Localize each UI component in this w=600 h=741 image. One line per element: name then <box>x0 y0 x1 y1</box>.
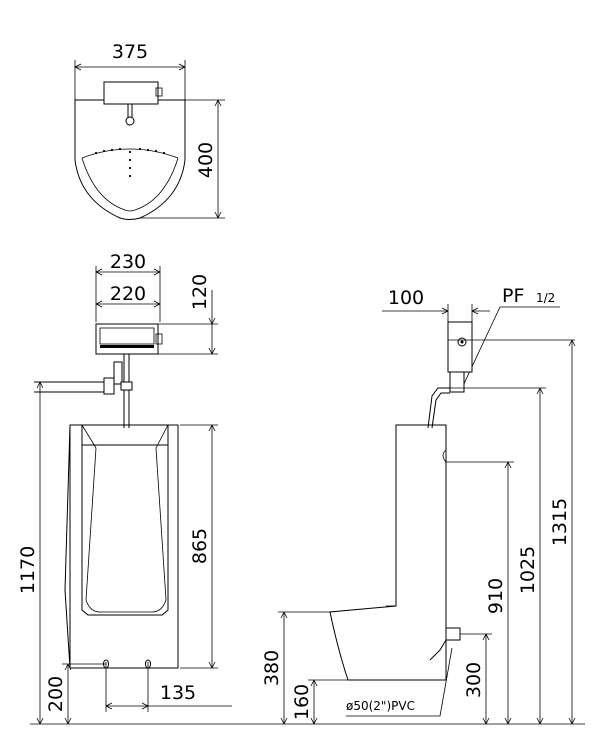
top-width-dim: 375 <box>112 41 148 63</box>
side-view: 100 PF 1/2 1315 1025 <box>261 285 576 725</box>
pipe-label: ø50(2")PVC <box>346 699 415 713</box>
front-view: 230 220 120 1170 <box>17 251 232 725</box>
valve-width-dim: 100 <box>388 287 424 309</box>
valve-height-dim: 1025 <box>517 546 539 594</box>
top-view: 375 400 <box>74 41 225 220</box>
flush-valve <box>447 321 473 373</box>
outlet-height-dim: 200 <box>45 676 67 712</box>
urinal-front-body <box>69 424 179 669</box>
sensor-inner-width-dim: 220 <box>110 283 146 305</box>
spray-holes <box>94 147 166 178</box>
flush-sensor-unit <box>95 323 159 355</box>
overall-height-dim: 1170 <box>17 546 39 594</box>
total-height-dim: 1315 <box>549 498 571 546</box>
bowl-height-dim: 865 <box>189 528 211 564</box>
drain-height-dim: 300 <box>463 662 485 698</box>
valve-size: 1/2 <box>536 291 555 305</box>
step-height-dim: 380 <box>261 650 283 686</box>
rim-height-dim: 910 <box>485 578 507 614</box>
base-height-dim: 160 <box>291 684 313 720</box>
sensor-height-dim: 120 <box>189 274 211 310</box>
sensor-outer-width-dim: 230 <box>110 251 146 273</box>
top-depth-dim: 400 <box>195 142 217 178</box>
valve-label: PF <box>502 285 524 307</box>
outlet-spacing-dim: 135 <box>160 682 196 704</box>
urinal-side-body <box>329 424 447 681</box>
